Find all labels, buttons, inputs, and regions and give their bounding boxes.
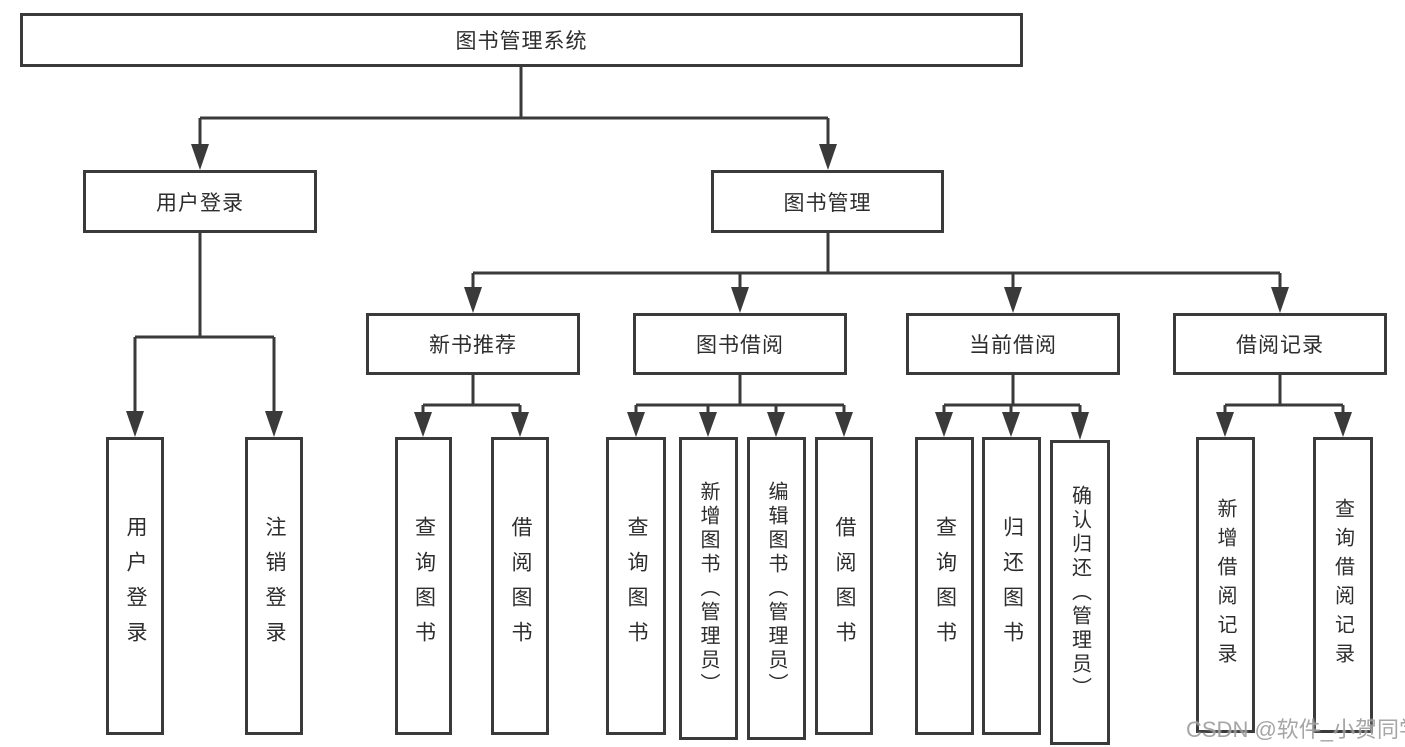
node-borrowing-records-label: 借阅记录 xyxy=(1236,334,1324,357)
node-borrowing-records: 借阅记录 xyxy=(1173,313,1387,375)
leaf-logout: 注销登录 xyxy=(245,437,303,735)
node-user-login-label: 用户登录 xyxy=(156,191,244,215)
node-book-borrowing: 图书借阅 xyxy=(633,313,847,375)
node-current-borrowing-label: 当前借阅 xyxy=(969,334,1057,357)
leaf-query-books-recommend: 查询图书 xyxy=(395,437,452,735)
leaf-return-book-label: 归还图书 xyxy=(1000,516,1024,656)
leaf-user-login: 用户登录 xyxy=(106,437,164,735)
node-root-system: 图书管理系统 xyxy=(20,13,1023,67)
leaf-add-book-admin-label: 新增图书（管理员） xyxy=(697,480,719,697)
leaf-borrow-books-recommend-label: 借阅图书 xyxy=(509,516,532,656)
arrowheads xyxy=(126,144,1352,440)
leaf-logout-label: 注销登录 xyxy=(263,516,286,656)
leaf-borrow-books-borrowing: 借阅图书 xyxy=(815,437,873,735)
leaf-query-books-borrowing: 查询图书 xyxy=(606,437,666,735)
node-new-book-recommend-label: 新书推荐 xyxy=(429,334,517,357)
leaf-edit-book-admin: 编辑图书（管理员） xyxy=(747,437,806,740)
leaf-query-borrow-record-label: 查询借阅记录 xyxy=(1331,498,1354,672)
node-book-borrowing-label: 图书借阅 xyxy=(696,334,784,357)
node-root-label: 图书管理系统 xyxy=(455,30,588,53)
leaf-borrow-books-borrowing-label: 借阅图书 xyxy=(833,516,856,656)
leaf-add-book-admin: 新增图书（管理员） xyxy=(679,437,738,740)
leaf-query-books-current-label: 查询图书 xyxy=(933,516,957,656)
node-book-management-label: 图书管理 xyxy=(783,191,872,215)
node-user-login: 用户登录 xyxy=(83,170,317,233)
leaf-query-books-borrowing-label: 查询图书 xyxy=(625,516,648,656)
leaf-confirm-return-admin: 确认归还（管理员） xyxy=(1050,440,1110,745)
leaf-query-books-current: 查询图书 xyxy=(915,437,974,735)
leaf-add-borrow-record-label: 新增借阅记录 xyxy=(1214,498,1236,672)
leaf-user-login-label: 用户登录 xyxy=(124,516,147,656)
leaf-query-borrow-record: 查询借阅记录 xyxy=(1313,437,1373,733)
leaf-edit-book-admin-label: 编辑图书（管理员） xyxy=(765,480,787,697)
leaf-borrow-books-recommend: 借阅图书 xyxy=(491,437,549,735)
node-current-borrowing: 当前借阅 xyxy=(906,313,1120,375)
node-new-book-recommend: 新书推荐 xyxy=(366,313,580,375)
node-book-management: 图书管理 xyxy=(711,170,944,233)
leaf-return-book: 归还图书 xyxy=(982,437,1041,735)
leaf-confirm-return-admin-label: 确认归还（管理员） xyxy=(1068,484,1091,701)
leaf-query-books-recommend-label: 查询图书 xyxy=(412,516,436,656)
leaf-add-borrow-record: 新增借阅记录 xyxy=(1196,437,1255,733)
csdn-watermark: CSDN @软件_小贺同学 xyxy=(1186,717,1405,742)
